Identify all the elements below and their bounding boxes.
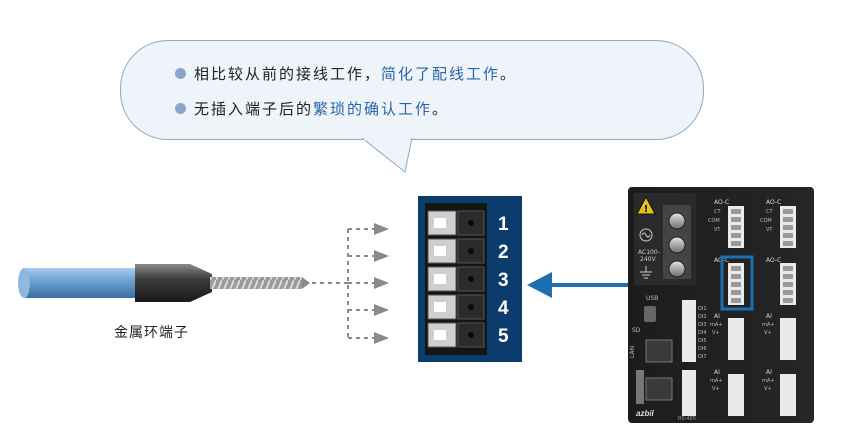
svg-text:mA+: mA+ — [762, 378, 774, 384]
bubble-line-1-text: 相比较从前的接线工作， — [194, 65, 382, 83]
svg-text:DI2: DI2 — [698, 314, 707, 320]
lan-label: LAN — [629, 346, 636, 358]
guide-arrowheads — [374, 223, 389, 344]
svg-text:!: ! — [644, 204, 649, 215]
bubble-line-1-end: 。 — [500, 65, 518, 83]
brand-logo: azbil — [636, 409, 655, 418]
svg-text:mA+: mA+ — [710, 378, 722, 384]
svg-text:CT: CT — [714, 209, 721, 215]
terminal-connector — [682, 300, 696, 362]
lan-port — [645, 339, 673, 363]
terminal-connector — [728, 374, 744, 416]
power-label-1: AC100- — [638, 249, 660, 256]
module-header: AI — [714, 369, 720, 376]
screw-icon — [668, 236, 686, 254]
bubble-line-2-end: 。 — [432, 100, 450, 118]
connector-enlarged: 1 2 3 4 5 — [418, 196, 522, 362]
svg-text:COM: COM — [760, 218, 772, 224]
svg-text:VT: VT — [766, 227, 773, 233]
ferrule-tip — [302, 277, 310, 289]
module-header: AO-C — [766, 257, 781, 264]
terminal-connector — [780, 374, 796, 416]
highlight-box — [720, 255, 754, 311]
connector-pin-number: 4 — [498, 298, 509, 319]
bubble-line-1: 相比较从前的接线工作， 简化了配线工作 。 — [175, 63, 517, 84]
guide-arrow-icon — [374, 223, 389, 235]
module-ai-1: AI mA+ V+ — [710, 313, 744, 360]
terminal-connector — [728, 318, 744, 360]
module-header: AI — [714, 313, 720, 320]
ground-icon — [640, 266, 652, 279]
ferrule-terminal-label: 金属环端子 — [114, 325, 189, 341]
ferrule-sleeve — [135, 264, 212, 302]
module-header: AO-C — [766, 199, 781, 206]
connector-slots — [427, 210, 485, 348]
bubble-line-2-text: 无插入端子后的 — [194, 100, 314, 118]
module-ao-2: AO-C CT COM VT — [760, 199, 796, 248]
usb-label: USB — [646, 295, 658, 302]
warning-triangle-icon — [636, 195, 656, 215]
cable-jacket — [21, 268, 140, 298]
svg-text:V+: V+ — [764, 386, 772, 392]
svg-text:V+: V+ — [712, 386, 720, 392]
module-ao-1: AO-C CT COM VT — [708, 199, 744, 248]
cable-end — [18, 268, 30, 298]
ferrule-terminal-cable — [18, 264, 310, 302]
module-ai-4: AI mA+ V+ — [762, 369, 796, 416]
svg-text:VT: VT — [714, 227, 721, 233]
module-header: AO-C — [714, 199, 729, 206]
svg-text:DI7: DI7 — [698, 354, 707, 360]
ferrule-pin — [210, 277, 302, 289]
power-label-2: 240V — [640, 256, 656, 263]
svg-text:DI4: DI4 — [698, 330, 707, 336]
svg-text:DI1: DI1 — [698, 306, 707, 312]
usb-port — [644, 306, 656, 322]
svg-text:mA+: mA+ — [762, 322, 774, 328]
bubble-line-2-highlight: 繁琐的确认工作 — [313, 100, 433, 118]
bullet-dot-icon — [175, 103, 186, 114]
connector-pin-number: 1 — [498, 214, 509, 235]
svg-text:DI3: DI3 — [698, 322, 707, 328]
module-ai-3: AI mA+ V+ — [710, 369, 744, 416]
module-header: AI — [766, 369, 772, 376]
connector-pin-number: 2 — [498, 242, 509, 263]
bubble-line-2: 无插入端子后的 繁琐的确认工作 。 — [175, 98, 449, 119]
terminal-connector — [780, 318, 796, 360]
callout-arrow-icon — [527, 272, 552, 298]
connector-pin-numbers: 1 2 3 4 5 — [498, 214, 509, 347]
module-ai-2: AI mA+ V+ — [762, 313, 796, 360]
insertion-guides — [312, 228, 374, 339]
speech-bubble: 相比较从前的接线工作， 简化了配线工作 。 无插入端子后的 繁琐的确认工作 。 — [120, 40, 704, 140]
svg-text:V+: V+ — [764, 330, 772, 336]
guide-arrow-icon — [374, 332, 389, 344]
rs485-port — [645, 377, 673, 401]
svg-text:DI5: DI5 — [698, 338, 707, 344]
svg-text:COM: COM — [708, 218, 720, 224]
guide-arrow-icon — [374, 250, 389, 262]
svg-text:CT: CT — [766, 209, 773, 215]
rs485-label: RS-485 — [678, 416, 696, 422]
svg-text:DI6: DI6 — [698, 346, 707, 352]
bubble-line-1-highlight: 简化了配线工作 — [381, 65, 501, 83]
connector-pin-number: 3 — [498, 270, 509, 291]
module-ao-3: AO-C — [714, 255, 754, 311]
terminal-connector — [682, 370, 696, 416]
din-labels: DI1 DI2 DI3 DI4 DI5 DI6 DI7 — [698, 306, 707, 360]
ac-power-icon — [639, 228, 653, 242]
svg-text:V+: V+ — [712, 330, 720, 336]
screw-icon — [668, 212, 686, 230]
screw-icon — [668, 260, 686, 278]
guide-arrow-icon — [374, 304, 389, 316]
bullet-dot-icon — [175, 68, 186, 79]
module-ao-4: AO-C — [766, 257, 796, 305]
svg-text:mA+: mA+ — [710, 322, 722, 328]
controller-device: ! AC100- 240V AO-C CT COM VT AO-C CT COM… — [628, 187, 814, 423]
module-header: AI — [766, 313, 772, 320]
connector-pin-number: 5 — [498, 326, 509, 347]
guide-arrow-icon — [374, 277, 389, 289]
sd-label: SD — [632, 327, 641, 334]
